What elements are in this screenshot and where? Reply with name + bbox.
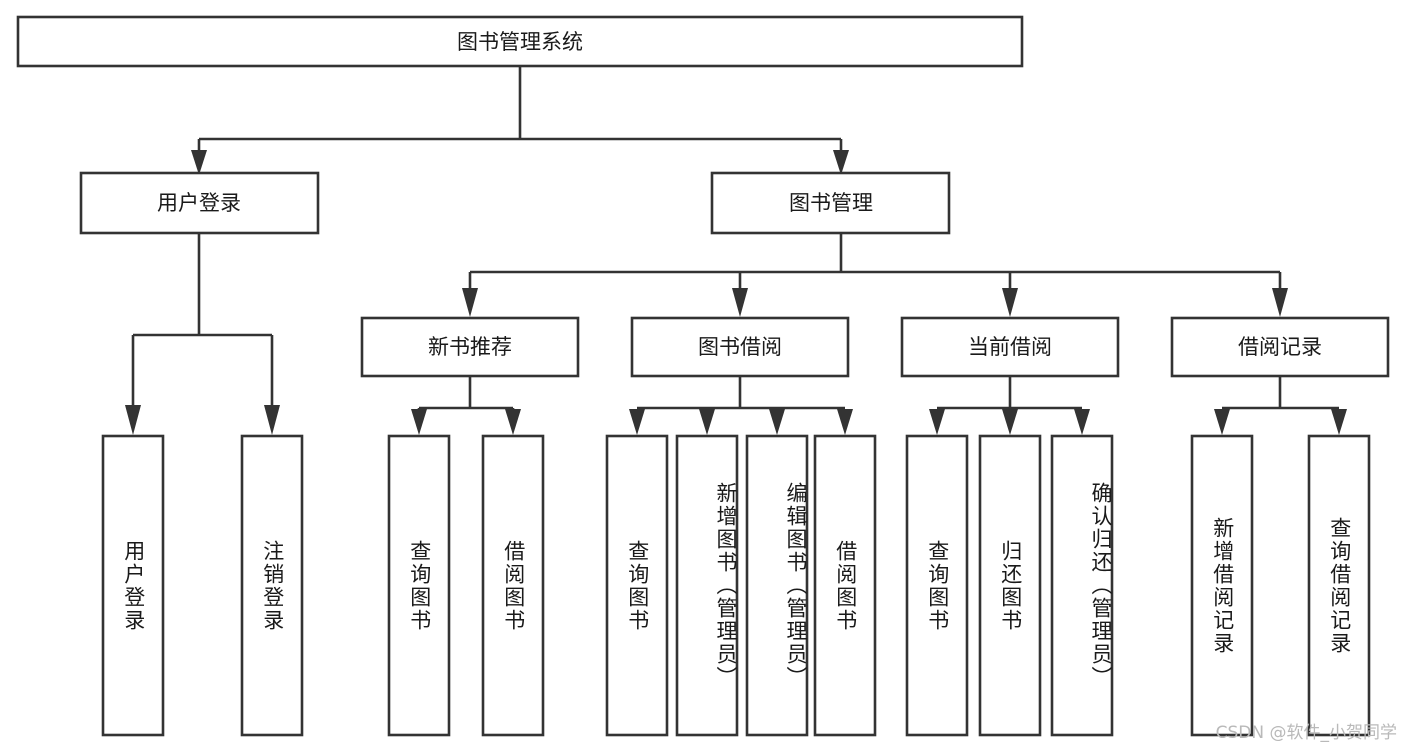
- leaf-box-query-book-3[interactable]: [905, 434, 969, 737]
- leaf-box-borrow-book-1[interactable]: [481, 434, 545, 737]
- leaf-label-edit-book: 编辑图书（管理员）: [784, 482, 808, 689]
- node-current-borrow-label: 当前借阅: [968, 335, 1052, 359]
- leaf-box-query-book-1[interactable]: [387, 434, 451, 737]
- leaf-label-query-book-2: 查询图书: [625, 539, 650, 632]
- leaf-label-return-book: 归还图书: [998, 539, 1023, 632]
- leaf-label-query-borrow-record: 查询借阅记录: [1327, 516, 1352, 655]
- leaf-box-query-book-2[interactable]: [605, 434, 669, 737]
- edge-bookmgmt-to-level3: [462, 233, 1288, 317]
- node-book-management-label: 图书管理: [789, 191, 873, 215]
- leaf-box-add-book[interactable]: [675, 434, 739, 737]
- edge-currentborrow-to-leaves: [929, 377, 1090, 435]
- node-new-book-recommend[interactable]: 新书推荐: [360, 316, 580, 378]
- node-user-login-label: 用户登录: [157, 191, 241, 215]
- leaf-label-logout-login: 注销登录: [260, 539, 285, 632]
- node-user-login[interactable]: 用户登录: [79, 171, 320, 235]
- leaf-label-borrow-book-1: 借阅图书: [501, 539, 526, 632]
- edge-bookborrow-to-leaves: [629, 377, 853, 435]
- leaf-label-user-login: 用户登录: [121, 539, 146, 632]
- edge-borrowrecord-to-leaves: [1214, 377, 1347, 435]
- node-borrow-record[interactable]: 借阅记录: [1170, 316, 1390, 378]
- leaf-label-add-book: 新增图书（管理员）: [714, 482, 738, 689]
- leaf-box-user-login[interactable]: [101, 434, 165, 737]
- leaf-box-add-borrow-record[interactable]: [1190, 434, 1254, 737]
- leaf-label-borrow-book-2: 借阅图书: [833, 539, 858, 632]
- node-current-borrow[interactable]: 当前借阅: [900, 316, 1120, 378]
- leaf-label-add-borrow-record: 新增借阅记录: [1210, 516, 1235, 655]
- node-root-label: 图书管理系统: [457, 30, 583, 54]
- node-root[interactable]: 图书管理系统: [16, 15, 1024, 68]
- node-book-borrow-label: 图书借阅: [698, 335, 782, 359]
- leaf-box-return-book[interactable]: [978, 434, 1042, 737]
- leaf-box-borrow-book-2[interactable]: [813, 434, 877, 737]
- leaf-boxes: [101, 434, 1371, 737]
- node-new-book-recommend-label: 新书推荐: [428, 335, 512, 359]
- edge-root-to-level2: [191, 66, 849, 175]
- node-borrow-record-label: 借阅记录: [1238, 335, 1322, 359]
- leaf-box-edit-book[interactable]: [745, 434, 809, 737]
- node-book-management[interactable]: 图书管理: [710, 171, 951, 235]
- leaf-label-query-book-1: 查询图书: [407, 539, 432, 632]
- leaf-label-confirm-return: 确认归还（管理员）: [1089, 482, 1113, 689]
- edge-userlogin-to-leaves: [125, 233, 280, 435]
- csdn-watermark: CSDN @软件_小贺同学: [1215, 723, 1397, 743]
- leaf-label-query-book-3: 查询图书: [925, 539, 950, 632]
- leaf-box-logout-login[interactable]: [240, 434, 304, 737]
- leaf-box-query-borrow-record[interactable]: [1307, 434, 1371, 737]
- edge-newbook-to-leaves: [411, 377, 521, 435]
- leaf-box-confirm-return[interactable]: [1050, 434, 1114, 737]
- node-book-borrow[interactable]: 图书借阅: [630, 316, 850, 378]
